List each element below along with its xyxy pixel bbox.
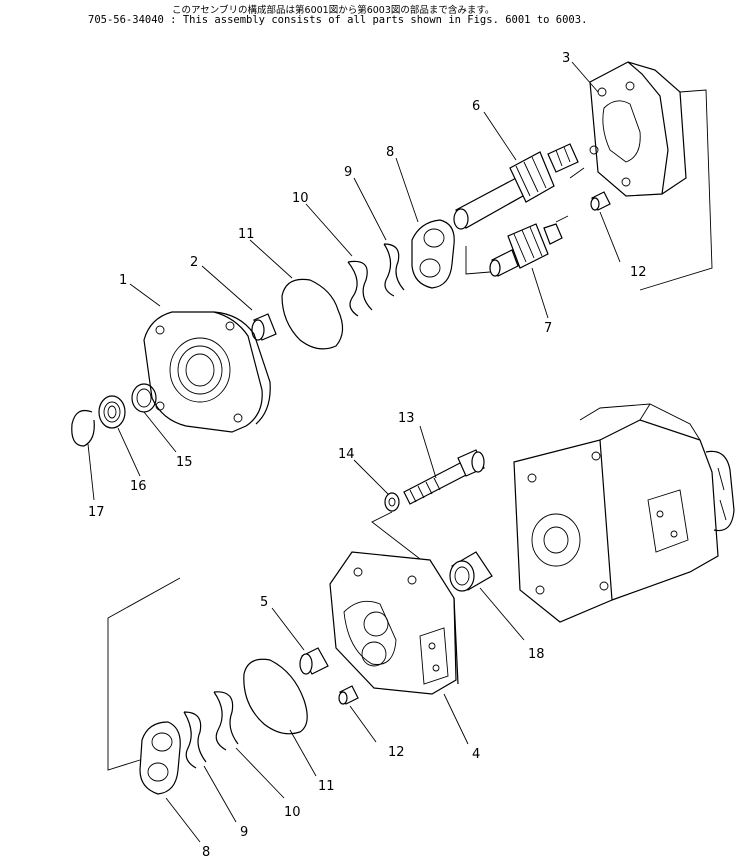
- part-14-washer: [384, 492, 400, 512]
- assembly-guide-lines: [465, 167, 585, 275]
- part-12-dowel-pin-upper: [590, 191, 611, 211]
- part-1-front-cover: [143, 311, 271, 433]
- callout-1: 1: [119, 273, 127, 288]
- part-17-snap-ring: [71, 409, 95, 447]
- part-12-dowel-pin-lower: [338, 685, 359, 705]
- callout-3: 3: [562, 51, 570, 66]
- part-11-gasket-lower: [243, 658, 308, 735]
- part-4-pump-body: [329, 551, 459, 695]
- callout-8-lower: 8: [202, 845, 210, 857]
- callout-9-upper: 9: [344, 165, 352, 180]
- main-pump-housing: [513, 403, 735, 623]
- part-9-backup-ring-lower: [183, 711, 207, 769]
- part-7-driven-gear: [489, 223, 563, 277]
- part-18-bearing: [449, 551, 493, 592]
- part-8-bushing-plate-upper: [411, 219, 455, 289]
- callout-18: 18: [528, 647, 545, 662]
- part-5-bushing: [299, 647, 329, 675]
- callout-10-lower: 10: [284, 805, 301, 820]
- part-2-bushing: [251, 313, 277, 341]
- leader-lines: [87, 61, 621, 843]
- callout-6: 6: [472, 99, 480, 114]
- callout-11-lower: 11: [318, 779, 335, 794]
- callout-5: 5: [260, 595, 268, 610]
- callout-10-upper: 10: [292, 191, 309, 206]
- part-13-bolt: [403, 449, 485, 505]
- callout-2: 2: [190, 255, 198, 270]
- callout-7: 7: [544, 321, 552, 336]
- callout-12-lower: 12: [388, 745, 405, 760]
- part-16-oil-seal: [98, 395, 126, 429]
- part-8-bushing-plate-lower: [139, 721, 181, 795]
- callout-13: 13: [398, 411, 415, 426]
- part-10-seal-upper: [347, 260, 373, 317]
- callout-17: 17: [88, 505, 105, 520]
- part-6-drive-gear-shaft: [453, 143, 579, 230]
- callout-15: 15: [176, 455, 193, 470]
- part-9-backup-ring-upper: [383, 243, 405, 297]
- callout-11-upper: 11: [238, 227, 255, 242]
- callout-9-lower: 9: [240, 825, 248, 840]
- header-japanese-note: このアセンブリの構成部品は第6001図から第6003図の部品まで含みます。: [172, 5, 495, 16]
- part-10-seal-lower: [213, 691, 239, 751]
- callout-4: 4: [472, 747, 480, 762]
- callout-12-upper: 12: [630, 265, 647, 280]
- callout-8-upper: 8: [386, 145, 394, 160]
- part-11-gasket-upper: [281, 278, 344, 350]
- callout-16: 16: [130, 479, 147, 494]
- callout-14: 14: [338, 447, 355, 462]
- header-english-note: 705-56-34040 : This assembly consists of…: [88, 14, 588, 26]
- assembly-guide-lines-lower: [107, 577, 181, 771]
- part-3-pump-body: [589, 61, 713, 291]
